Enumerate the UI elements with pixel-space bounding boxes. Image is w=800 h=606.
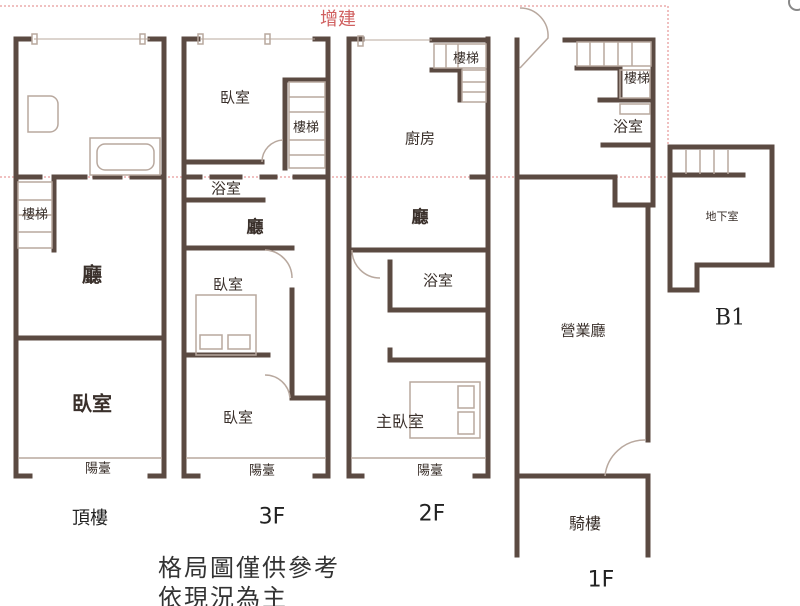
top-bedroom-label: 臥室 <box>72 391 112 416</box>
3f-bedroom1-label: 臥室 <box>219 88 251 107</box>
1f-arcade-label: 騎樓 <box>568 514 602 533</box>
3f-title: 3F <box>258 504 286 530</box>
3f-balcony-label: 陽臺 <box>248 463 276 479</box>
1f-walls <box>514 37 656 558</box>
3f-bedroom2-label: 臥室 <box>212 275 244 294</box>
fixtures <box>17 7 729 477</box>
3f-bedroom3-label: 臥室 <box>222 408 254 427</box>
top-living-label: 廳 <box>82 262 102 287</box>
3f-walls <box>181 36 331 479</box>
1f-bath-label: 浴室 <box>612 117 644 136</box>
b1-walls <box>667 144 775 293</box>
bed-icon <box>195 294 481 439</box>
top-balcony-label: 陽臺 <box>84 461 112 477</box>
b1-title: B1 <box>714 305 746 331</box>
1f-stairs-label: 樓梯 <box>623 71 651 87</box>
bathtub-icon <box>89 137 161 176</box>
3f-bath-label: 浴室 <box>210 179 242 198</box>
2f-bath-label: 浴室 <box>422 271 454 290</box>
2f-title: 2F <box>418 501 446 527</box>
door-swing-icon <box>261 7 646 477</box>
1f-title: 1F <box>587 567 615 593</box>
top-stairs-label: 樓梯 <box>21 207 49 223</box>
3f-living-label: 廳 <box>246 217 264 238</box>
top-floor-walls <box>13 36 167 479</box>
disclaimer-line1: 格局圖僅供參考 <box>158 554 340 582</box>
3f-stairs-label: 樓梯 <box>292 120 320 136</box>
corner-circle-icon <box>788 0 800 11</box>
2f-balcony-label: 陽臺 <box>416 463 444 479</box>
extension-boundary <box>0 5 669 178</box>
2f-living-label: 廳 <box>411 207 429 228</box>
disclaimer-line2: 依現況為主 <box>158 584 288 606</box>
stairs-icon <box>17 41 729 249</box>
toilet-icon <box>27 95 59 133</box>
top-floor-title: 頂樓 <box>72 508 108 529</box>
1f-business-label: 營業廳 <box>560 321 606 340</box>
2f-master-label: 主臥室 <box>375 412 425 431</box>
b1-basement-label: 地下室 <box>705 210 739 223</box>
extension-label: 增建 <box>320 9 356 30</box>
2f-kitchen-label: 廚房 <box>404 129 436 148</box>
2f-walls <box>346 36 491 479</box>
2f-stairs-label: 樓梯 <box>452 51 480 67</box>
